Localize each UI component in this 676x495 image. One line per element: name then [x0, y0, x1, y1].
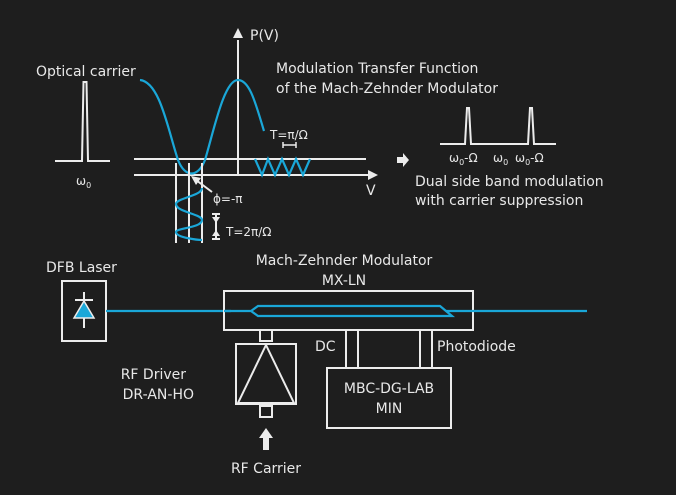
- laser-diode-icon: [72, 299, 96, 319]
- photodiode-label: Photodiode: [437, 339, 516, 355]
- mzm-box: [223, 290, 474, 331]
- output-period-label: T=π/Ω: [269, 128, 308, 142]
- dsb-spectrum: ω0-Ω ω0 ω0-Ω Dual side band modulation w…: [415, 107, 604, 209]
- transfer-function-plot: P(V) V ϕ=-π T=2π/Ω T=π/Ω Modulation Tran…: [134, 28, 498, 243]
- dsb-caption-line2: with carrier suppression: [415, 193, 583, 209]
- amplifier-icon: [236, 342, 296, 404]
- rf-driver: RF Driver DR-AN-HO RF Carrier: [121, 329, 301, 477]
- rf-input-arrow-icon: [259, 428, 273, 450]
- dsb-caption-line1: Dual side band modulation: [415, 174, 604, 190]
- rf-driver-box: [235, 343, 297, 405]
- mach-zehnder-modulator: Mach-Zehnder Modulator MX-LN: [223, 253, 474, 331]
- driver-input-connector: [259, 405, 273, 418]
- rf-carrier-label: RF Carrier: [231, 461, 301, 477]
- controller-label-line1: MBC-DG-LAB: [344, 381, 434, 397]
- controller-box: [326, 367, 452, 429]
- bias-pointer-arrowhead: [191, 176, 201, 185]
- carrier-freq-label: ω0: [493, 151, 508, 167]
- optical-carrier-label: Optical carrier: [36, 64, 136, 80]
- controller-label-line2: MIN: [376, 401, 403, 417]
- transfer-curve: [139, 78, 266, 175]
- optical-carrier-peak: [55, 81, 110, 162]
- bias-controller: DC Photodiode MBC-DG-LAB MIN: [315, 329, 516, 429]
- dfb-laser: DFB Laser: [46, 260, 117, 342]
- rf-driver-label-line1: RF Driver: [121, 367, 187, 383]
- y-axis-arrowhead: [233, 28, 243, 38]
- input-period-label: T=2π/Ω: [225, 225, 271, 239]
- plot-title-line1: Modulation Transfer Function: [276, 61, 478, 77]
- dsb-spectrum-trace: [440, 107, 556, 145]
- sideband-upper-label: ω0-Ω: [515, 151, 544, 167]
- dc-label: DC: [315, 339, 336, 355]
- result-arrow-icon: [397, 153, 409, 167]
- optical-carrier-freq: ω0: [76, 174, 91, 190]
- x-axis-label: V: [366, 183, 376, 199]
- output-wave: [253, 156, 312, 178]
- photodiode-connector: [419, 329, 433, 369]
- input-period-arrow-up: [212, 217, 220, 223]
- bias-phase-label: ϕ=-π: [213, 192, 243, 206]
- mzm-label-line1: Mach-Zehnder Modulator: [256, 253, 433, 269]
- rf-driver-label-line2: DR-AN-HO: [123, 387, 194, 403]
- bias-pointer-line: [195, 179, 213, 193]
- plot-title-line2: of the Mach-Zehnder Modulator: [276, 81, 498, 97]
- dfb-laser-label: DFB Laser: [46, 260, 117, 276]
- dc-connector: [345, 329, 359, 369]
- y-axis-label: P(V): [250, 28, 279, 44]
- input-period-arrow-down: [212, 230, 220, 236]
- mzm-waveguide-arms: [224, 304, 456, 318]
- x-axis-arrowhead: [368, 170, 378, 180]
- driver-output-connector: [259, 329, 273, 342]
- optical-carrier-group: Optical carrier ω0: [36, 64, 136, 190]
- mzm-label-line2: MX-LN: [322, 273, 366, 289]
- input-rf-wave: [174, 187, 204, 242]
- sideband-lower-label: ω0-Ω: [449, 151, 478, 167]
